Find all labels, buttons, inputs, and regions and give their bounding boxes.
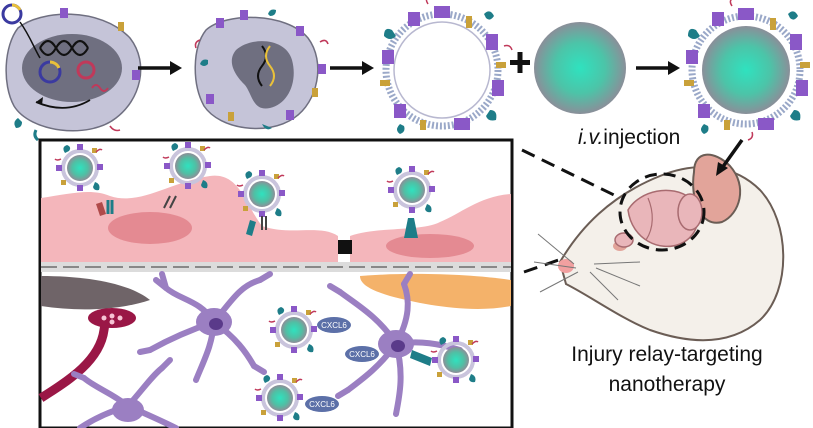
receptor-2 [163, 195, 177, 209]
cell-nucleus [22, 34, 122, 102]
dna-helix [39, 39, 89, 57]
mrna-icon [91, 84, 109, 92]
pericyte-gray [41, 276, 150, 310]
tight-junction [338, 240, 352, 254]
chemokine-label-2: CXCL6 [349, 350, 375, 359]
endothelial-nucleus-left [108, 212, 192, 244]
chemokine-3: CXCL6 [305, 396, 339, 412]
caption-line-1: Injury relay-targeting [571, 343, 763, 366]
endothelial-cell-left [41, 175, 338, 262]
injection-word: injection [603, 126, 681, 149]
zoom-line-top [521, 148, 617, 198]
caption-line-2: nanotherapy [608, 373, 726, 396]
mouse-nose [558, 259, 574, 273]
chemokine-label-1: CXCL6 [321, 321, 347, 330]
receptor-5 [410, 350, 432, 366]
nanoparticle-core [534, 22, 626, 114]
mouse-head [533, 153, 785, 342]
injection-label: i.v.injection [578, 126, 680, 150]
endothelial-nucleus-right [386, 234, 474, 258]
mouse-brain [614, 189, 703, 248]
caption: Injury relay-targeting nanotherapy [526, 340, 808, 400]
chemokine-label-3: CXCL6 [309, 400, 335, 409]
engineered-cell [1, 3, 142, 142]
injection-route: i.v. [578, 126, 604, 149]
chemokine-1: CXCL6 [317, 317, 351, 333]
brain-highlight [618, 172, 706, 252]
plasmid-icon-2 [76, 60, 96, 80]
pericyte-orange [360, 273, 511, 309]
receptor-1 [96, 202, 106, 216]
arrow-injection [720, 138, 744, 170]
receptor-3 [246, 220, 256, 236]
whiskers [533, 233, 641, 301]
cell-nucleus-2 [231, 41, 294, 109]
tissue-panel: CXCL6 CXCL6 CXCL6 [38, 138, 514, 428]
expressing-cell [194, 9, 329, 130]
plus-sign [510, 52, 530, 73]
coated-nanoparticle [684, 0, 810, 141]
receptor-4 [404, 218, 418, 238]
membrane-vesicle [380, 0, 513, 134]
chemokine-2: CXCL6 [345, 346, 379, 362]
